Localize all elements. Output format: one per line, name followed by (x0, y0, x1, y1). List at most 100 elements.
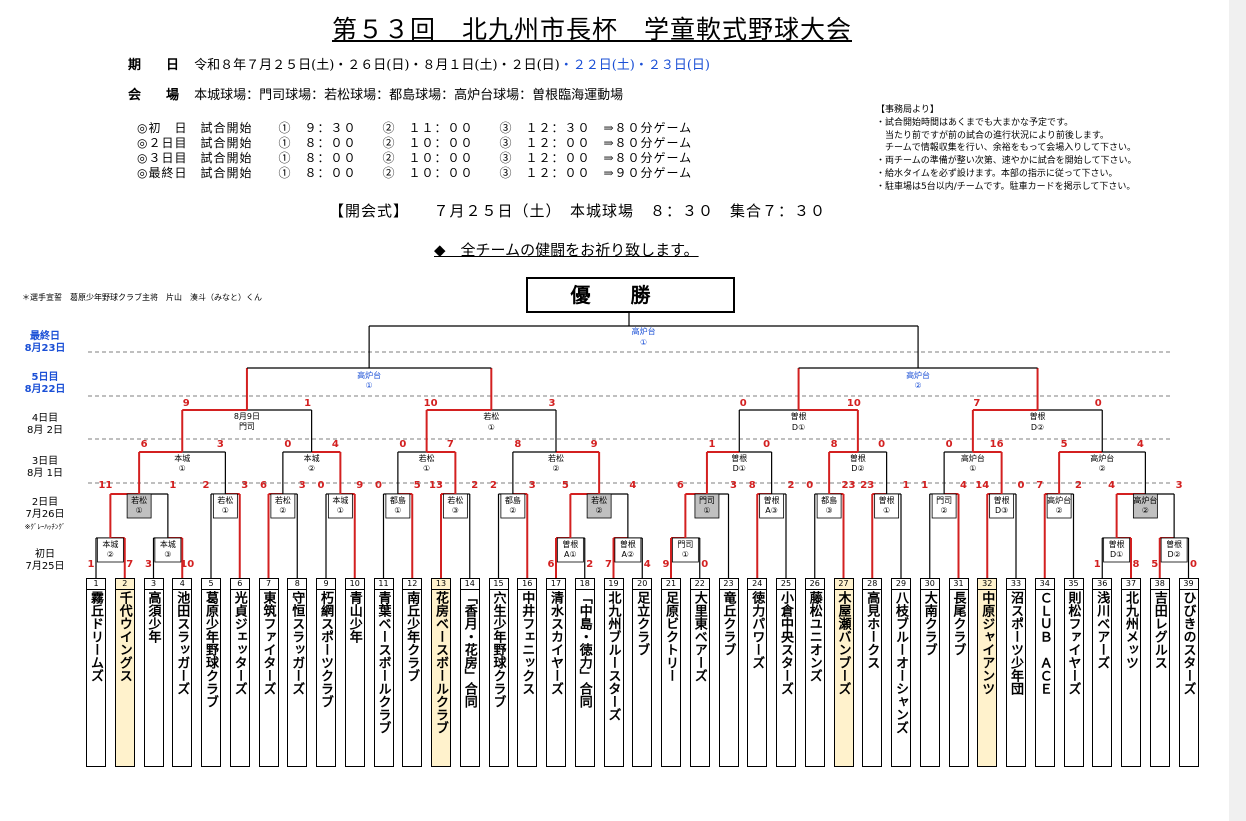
match-venue: 本城 (174, 453, 190, 463)
note-line: 【事務局より】 (876, 105, 939, 115)
team-number: 27 (834, 579, 853, 590)
team-name: 竜丘クラブ (720, 591, 736, 656)
team-name: 八枝ブルーオーシャンズ (893, 591, 908, 734)
score: 1 (88, 559, 95, 570)
match-number: ② (941, 506, 948, 515)
score: 5 (562, 480, 569, 491)
score: 3 (529, 480, 536, 491)
team-number: 8 (288, 579, 307, 590)
round-day: 初日 (35, 549, 55, 560)
team-number: 21 (662, 579, 680, 590)
score: 9 (663, 559, 670, 570)
score: 2 (490, 480, 497, 491)
team-number: 24 (748, 579, 767, 590)
score: 23 (842, 480, 856, 491)
team-name: 東筑ファイターズ (260, 591, 276, 695)
score: 11 (98, 480, 112, 491)
match-number: ① (337, 506, 344, 515)
team-name: 青山少年 (346, 591, 362, 643)
score: 6 (548, 559, 555, 570)
team-number: 34 (1035, 579, 1054, 590)
team-name: 南丘少年クラブ (404, 591, 420, 682)
score: 4 (960, 480, 967, 491)
score: 3 (730, 480, 737, 491)
match-venue: 門司 (699, 496, 715, 505)
note-line: 当たり前ですが前の試合の進行状況により前後します。 (876, 130, 1109, 141)
round-date: 8月 1日 (27, 468, 63, 479)
office-notes: 【事務局より】 ・試合開始時間はあくまでも大まかな予定です。 当たり前ですが前の… (876, 104, 1136, 194)
match-number: ① (703, 506, 710, 515)
match-venue: 曽根 (850, 453, 866, 463)
team-number: 7 (259, 579, 278, 590)
match-number: ② (279, 506, 286, 515)
match-number: D① (733, 464, 746, 473)
match-box (989, 493, 1015, 519)
score: 4 (1108, 480, 1115, 491)
team-number: 2 (115, 579, 134, 590)
match-number: D① (1110, 550, 1123, 559)
team-name: 小倉中央スターズ (778, 591, 793, 695)
match-number: ① (136, 506, 143, 515)
team-number: 3 (144, 579, 163, 590)
match-number: D② (1031, 423, 1044, 432)
scrollbar[interactable] (1229, 0, 1246, 821)
team-name: 沼スポーツ少年団 (1008, 591, 1023, 695)
match-number: D② (851, 464, 864, 473)
team-number: 23 (719, 579, 738, 590)
score: 1 (1094, 559, 1101, 570)
team-number: 29 (892, 579, 910, 590)
team-number: 25 (777, 579, 795, 590)
round-day: 5日目 (31, 372, 59, 383)
score: 2 (788, 480, 795, 491)
match-number: ② (1099, 464, 1106, 473)
score: 0 (740, 398, 747, 409)
score: 3 (1176, 480, 1183, 491)
match-box (212, 493, 238, 519)
match-venue: 門司 (239, 422, 255, 431)
score: 5 (1151, 559, 1158, 570)
team-name: 藤松ユニオンズ (806, 591, 822, 682)
team-cell: 18「中島・徳力」合同 (574, 578, 595, 767)
match-number: A② (622, 550, 635, 559)
score: 2 (586, 559, 593, 570)
team-number: 13 (432, 579, 450, 590)
champion-box: 優勝 (526, 277, 735, 313)
match-number: D① (792, 423, 805, 432)
match-box (1132, 493, 1158, 519)
score: 16 (990, 439, 1004, 450)
score: 2 (203, 480, 210, 491)
team-name: 大里東ベアーズ (691, 591, 707, 682)
score: 14 (975, 480, 989, 491)
match-number: ② (914, 381, 921, 390)
match-venue: 曽根 (562, 539, 578, 549)
match-number: D② (1167, 550, 1180, 559)
round-date: 8月 2日 (27, 425, 63, 436)
team-name: 池田スラッガーズ (174, 591, 190, 695)
round-note: ※ｸﾞﾚｰﾊｯﾁﾝｸﾞ (24, 523, 66, 531)
score: 8 (749, 480, 756, 491)
score: 23 (860, 480, 874, 491)
match-number: ② (596, 506, 603, 515)
match-number: ① (488, 423, 495, 432)
team-number: 17 (547, 579, 565, 590)
match-venue: 高炉台 (357, 370, 381, 380)
score: 0 (878, 439, 885, 450)
team-name: 高須少年 (145, 591, 161, 643)
team-number: 32 (978, 579, 997, 590)
round-day: 3日目 (31, 456, 59, 467)
score: 0 (946, 439, 953, 450)
